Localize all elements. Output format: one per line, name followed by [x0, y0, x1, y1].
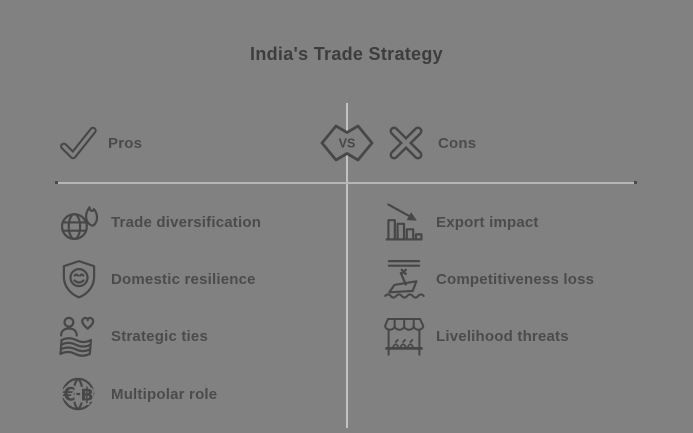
vertical-divider	[346, 103, 348, 428]
pros-item: Strategic ties	[57, 314, 208, 358]
declining-bar-chart-icon	[382, 200, 426, 244]
horizontal-divider	[55, 181, 637, 184]
pros-item: Trade diversification	[57, 200, 261, 244]
market-stall-icon	[382, 314, 426, 358]
pros-label: Pros	[108, 134, 143, 152]
cons-item-label: Competitiveness loss	[436, 270, 595, 288]
sinking-ship-icon	[382, 257, 426, 301]
cons-label: Cons	[438, 134, 477, 152]
cons-item: Livelihood threats	[382, 314, 569, 358]
globe-currencies-icon: € ฿	[57, 372, 101, 416]
shield-smiley-icon	[57, 257, 101, 301]
person-heart-flag-icon	[57, 314, 101, 358]
pros-item-label: Multipolar role	[111, 385, 218, 403]
vs-badge: VS	[319, 120, 375, 166]
svg-text:€: €	[62, 384, 76, 405]
vs-double-arrow-shape	[320, 124, 374, 162]
cons-item-label: Livelihood threats	[436, 327, 569, 345]
pros-item-label: Strategic ties	[111, 327, 209, 345]
cons-header: Cons	[384, 121, 476, 165]
pros-item: € ฿ Multipolar role	[57, 372, 217, 416]
divider-end-dot	[634, 181, 637, 184]
pros-item: Domestic resilience	[57, 257, 256, 301]
cons-item-label: Export impact	[436, 213, 539, 231]
pros-item-label: Trade diversification	[111, 213, 262, 231]
cons-item: Export impact	[382, 200, 539, 244]
cons-item: Competitiveness loss	[382, 257, 594, 301]
x-cross-icon	[384, 121, 428, 165]
page-title: India's Trade Strategy	[250, 44, 443, 64]
vs-label: VS	[339, 137, 356, 151]
divider-end-dot	[55, 181, 58, 184]
checkmark-icon	[58, 123, 98, 163]
globe-flame-icon	[57, 200, 101, 244]
pros-item-label: Domestic resilience	[111, 270, 256, 288]
svg-text:฿: ฿	[81, 384, 94, 405]
pros-header: Pros	[58, 121, 142, 165]
